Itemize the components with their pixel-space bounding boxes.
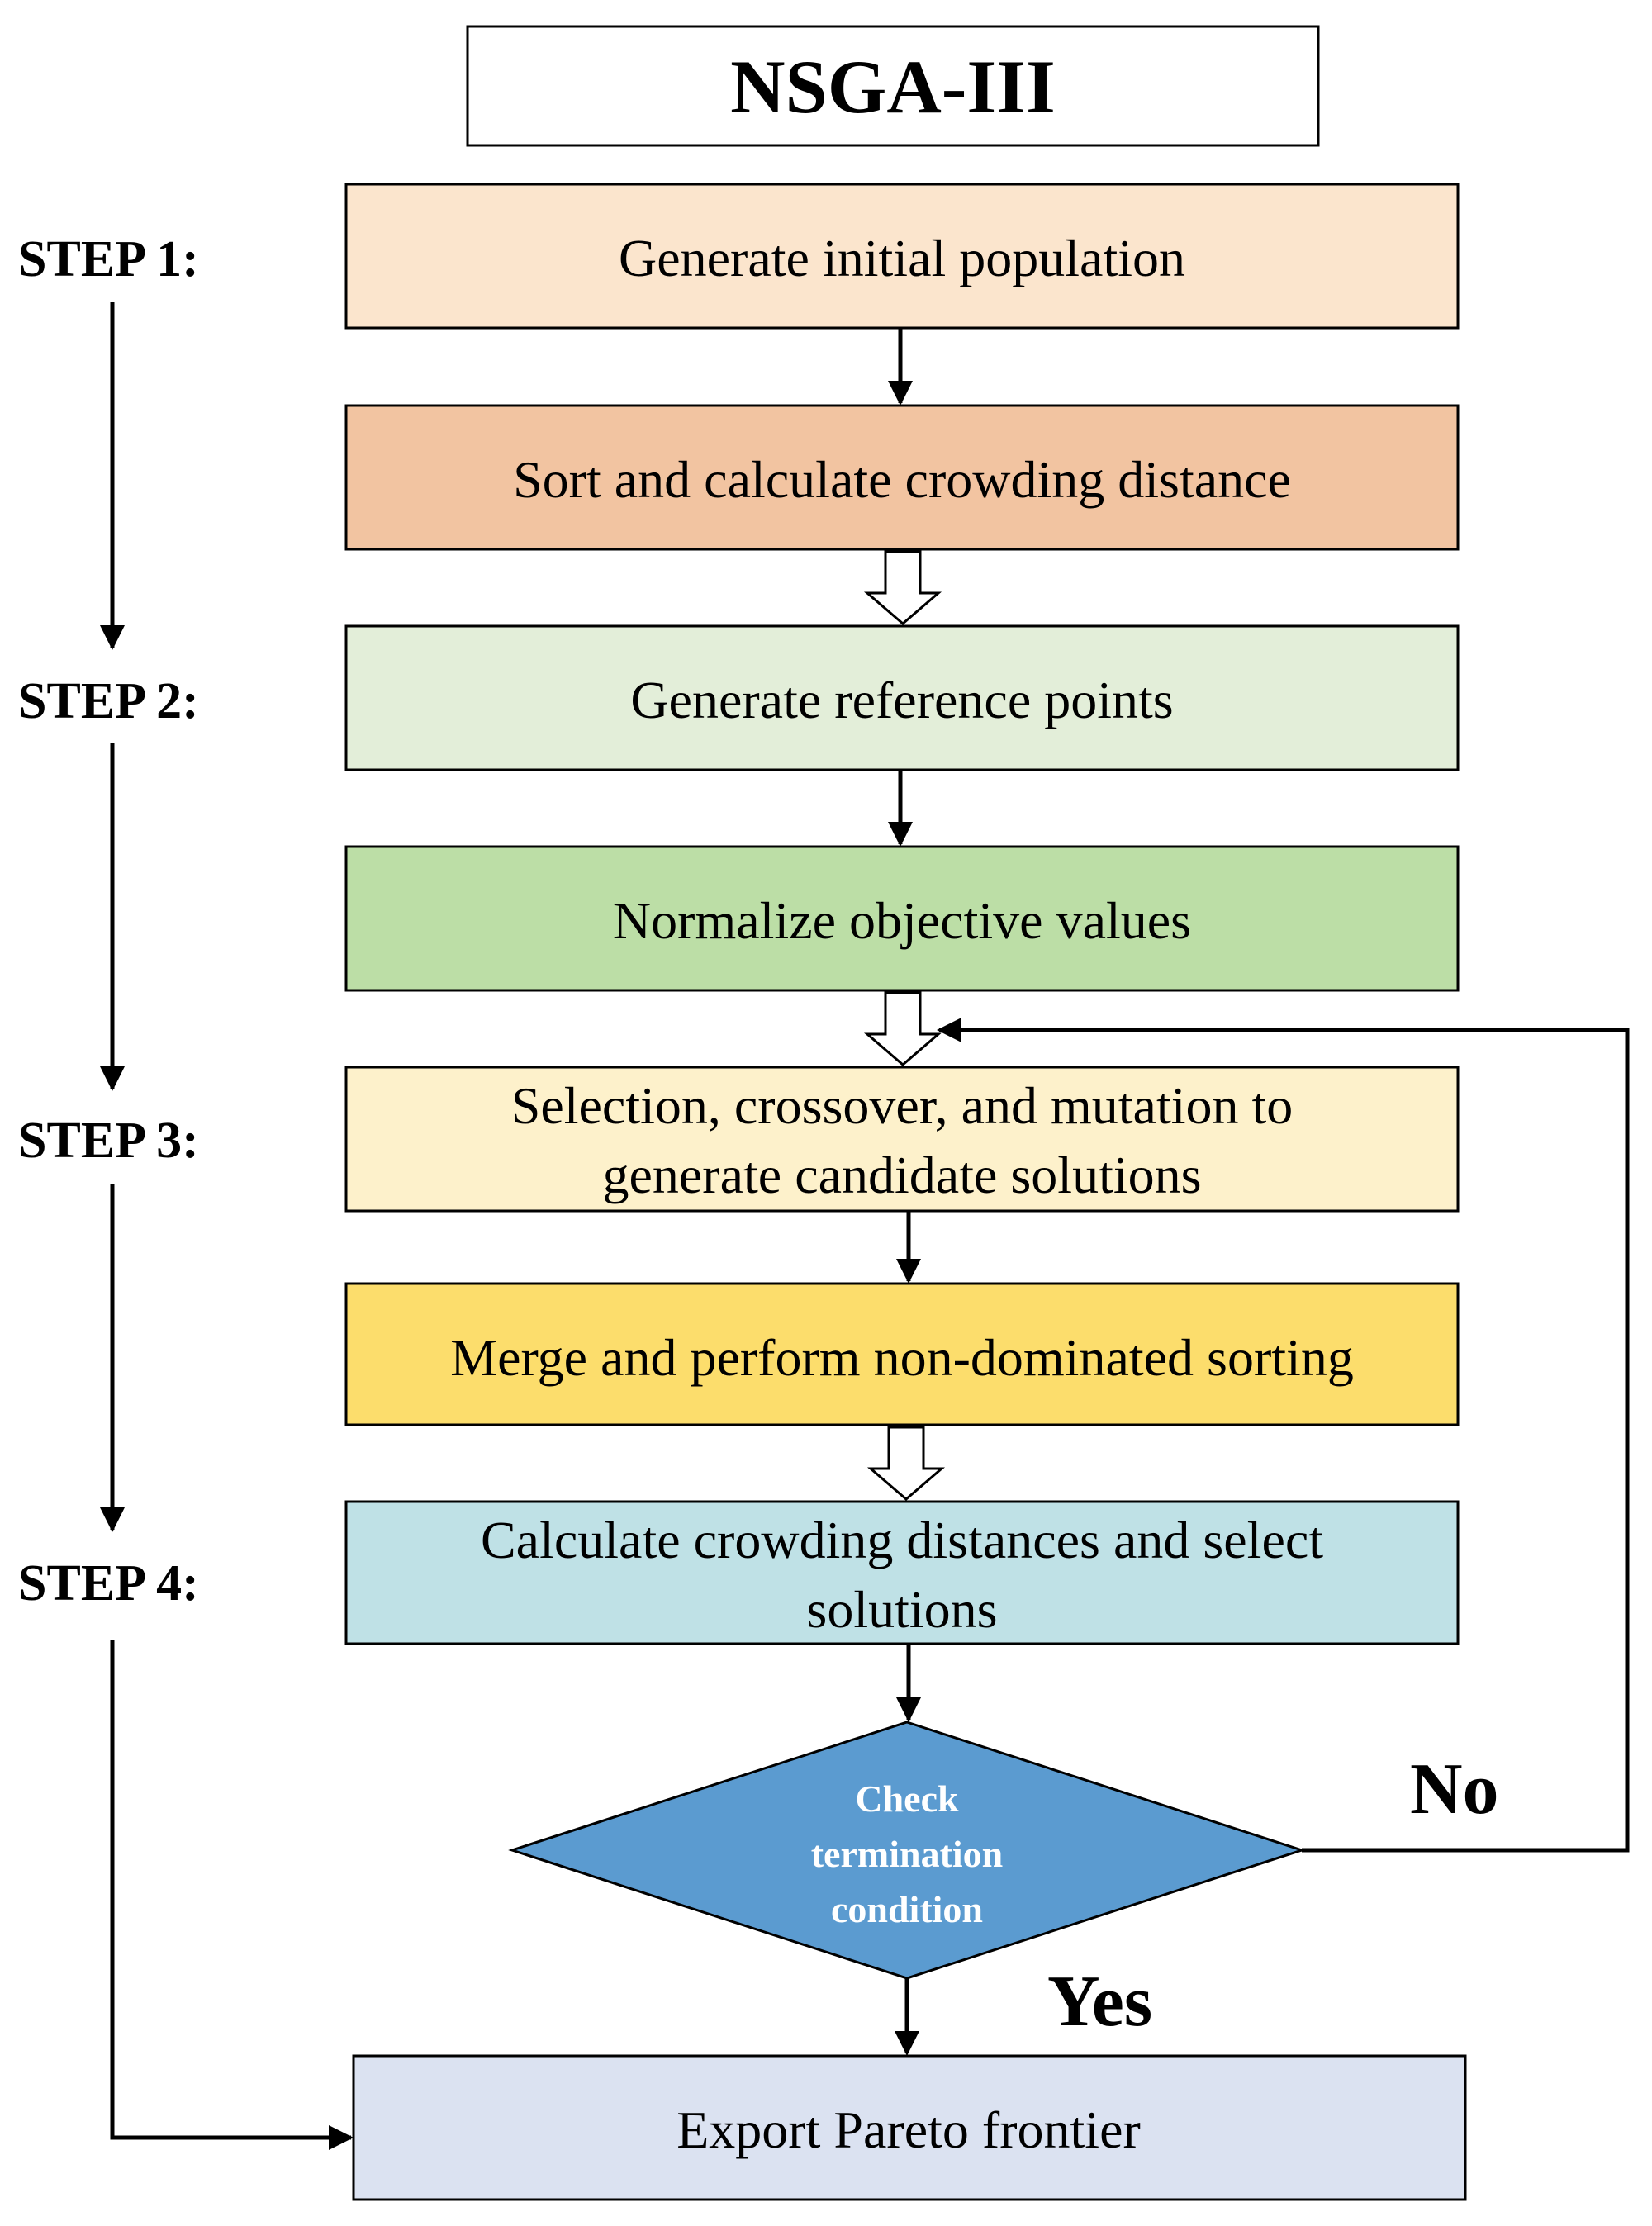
box-5-text-line-2: generate candidate solutions [602,1146,1201,1204]
box-export-pareto-frontier [352,2054,1467,2201]
step-label-1: STEP 1: [18,231,199,287]
title: NSGA-III [730,45,1056,129]
box-3-text: Generate reference points [630,671,1173,729]
decision-text-line-2: termination [811,1833,1004,1875]
box-7-text-line-2: solutions [806,1580,997,1639]
box-sort-crowding-distance [344,404,1460,551]
decision-text-line-3: condition [831,1888,983,1930]
step-label-2: STEP 2: [18,673,199,729]
box-6-text: Merge and perform non-dominated sorting [450,1328,1354,1387]
box-2-text: Sort and calculate crowding distance [513,450,1291,509]
title-box [466,25,1320,147]
no-branch-loop [937,1018,1630,1853]
decision-text-line-1: Check [855,1777,959,1820]
box-generate-reference-points [344,624,1460,771]
box-7-text-line-1: Calculate crowding distances and select [481,1511,1323,1569]
box-merge-non-dominated-sorting [344,1282,1460,1426]
step-arrow-4 [110,1640,354,2150]
hollow-arrow-box6-box7 [866,1426,946,1501]
step-label-4: STEP 4: [18,1555,199,1611]
step-label-3: STEP 3: [18,1113,199,1169]
box-5-text-line-1: Selection, crossover, and mutation to [511,1076,1294,1135]
output-text: Export Pareto frontier [676,2100,1141,2159]
box-4-text: Normalize objective values [613,891,1191,950]
no-label: No [1410,1749,1499,1830]
box-generate-initial-population [344,183,1460,330]
hollow-arrow-box4-box5 [863,991,942,1066]
box-1-text: Generate initial population [619,229,1185,287]
box-crowding-distances-select [344,1500,1460,1645]
box-selection-crossover-mutation [344,1066,1460,1213]
box-normalize-objective-values [344,845,1460,992]
hollow-arrow-box2-box3 [863,550,942,625]
yes-label: Yes [1047,1962,1152,2042]
